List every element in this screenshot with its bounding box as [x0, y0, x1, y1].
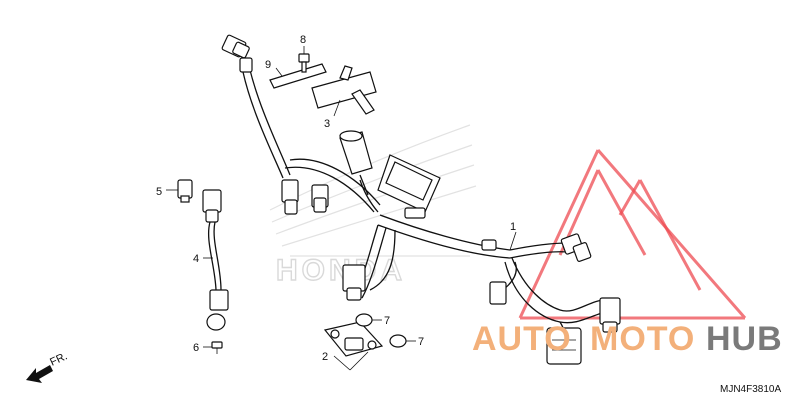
callout-7a: 7 — [384, 315, 390, 327]
nut-part-7-upper — [355, 313, 373, 327]
watermark-word-hub: HUB — [706, 320, 783, 358]
connector-right-lower — [599, 297, 621, 333]
callout-3: 3 — [324, 118, 330, 130]
callout-leaders — [166, 46, 517, 371]
clip-part-5 — [177, 179, 193, 203]
watermark-logo — [518, 149, 747, 320]
bracket-part-3 — [311, 65, 377, 115]
front-direction-arrow — [26, 365, 53, 383]
screw-part-6 — [211, 341, 223, 354]
callout-5: 5 — [156, 186, 162, 198]
connector-top-left — [221, 34, 253, 73]
callout-6: 6 — [193, 342, 199, 354]
callout-2: 2 — [322, 351, 328, 363]
rubber-cushion-part-9 — [269, 63, 327, 89]
fuse-holder — [339, 130, 373, 196]
sensor-harness-part-4 — [202, 189, 229, 331]
connector-right-upper — [560, 233, 592, 262]
callout-8: 8 — [300, 34, 306, 46]
connector-pair-left — [281, 179, 329, 215]
direction-label: FR. — [48, 350, 69, 368]
diagram-code: MJN4F3810A — [720, 384, 781, 395]
watermark-word-moto: MOTO — [590, 320, 695, 358]
harness-clamp — [481, 239, 497, 251]
nut-part-7-lower — [389, 334, 407, 348]
callout-4: 4 — [193, 253, 199, 265]
connector-right-mid — [489, 281, 507, 305]
ecu-module — [377, 154, 441, 219]
callout-9: 9 — [265, 59, 271, 71]
watermark-word-auto: AUTO — [472, 320, 572, 358]
callout-7b: 7 — [418, 336, 424, 348]
callout-1: 1 — [510, 221, 516, 233]
bolt-part-8 — [298, 53, 310, 73]
connector-large-bottom — [546, 327, 582, 365]
sensor-part-2 — [323, 321, 384, 357]
background-emblem-text: HONDA — [276, 254, 406, 287]
connector-center-lower — [342, 264, 366, 301]
